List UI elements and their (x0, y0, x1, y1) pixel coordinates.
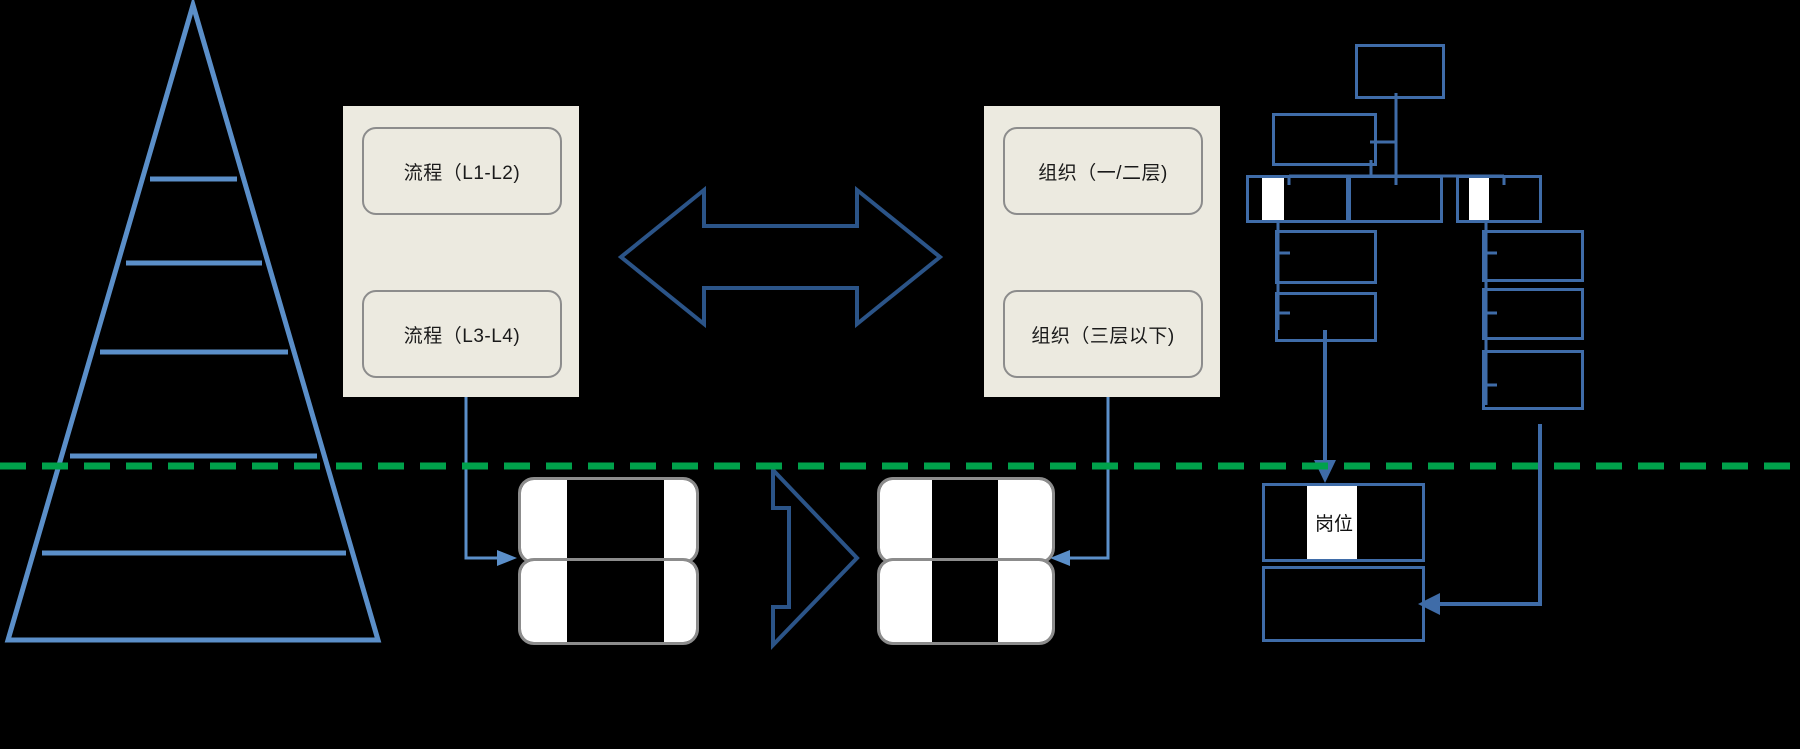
org-box-n7-label (1278, 295, 1374, 339)
node-process-l1-l2-label: 流程（L1-L2) (403, 162, 521, 184)
render-band (880, 561, 932, 642)
org-box-n5[interactable] (1456, 175, 1542, 223)
node-bottom-left-lower[interactable] (518, 558, 699, 645)
double-arrow-vertical (771, 465, 860, 650)
org-to-bottom-connector (1050, 376, 1110, 566)
org-box-n10[interactable] (1482, 350, 1584, 410)
node-bottom-left-upper[interactable] (518, 477, 699, 564)
org-box-n6-label (1278, 233, 1374, 281)
node-process-l1-l2[interactable]: 流程（L1-L2) (362, 127, 562, 215)
node-org-level-1-2[interactable]: 组织（一/二层) (1003, 127, 1203, 215)
org-box-n10-label (1485, 353, 1581, 407)
node-org-level-3-below[interactable]: 组织（三层以下) (1003, 290, 1203, 378)
node-bottom-right-lower[interactable] (877, 558, 1055, 645)
render-band (664, 480, 696, 561)
org-box-n4[interactable] (1348, 175, 1443, 223)
org-box-root-label (1358, 47, 1442, 96)
pyramid-outline (4, 0, 382, 643)
render-band (521, 561, 567, 642)
render-band (521, 480, 567, 561)
node-process-l3-l4-label: 流程（L3-L4) (403, 325, 521, 347)
org-box-position-label: 岗位 (1315, 514, 1354, 535)
org-box-bottom[interactable] (1262, 566, 1425, 642)
org-box-n5-label (1459, 178, 1539, 220)
org-box-n9-label (1485, 291, 1581, 337)
org-chart-to-bottom-arrow (1418, 424, 1542, 615)
org-box-n3-label (1249, 178, 1346, 220)
org-box-n4-label (1351, 178, 1440, 220)
org-box-n2-label (1275, 116, 1374, 163)
node-org-level-1-2-label: 组织（一/二层) (1038, 162, 1168, 184)
render-band (1262, 178, 1284, 220)
render-band (664, 561, 696, 642)
render-band (880, 480, 932, 561)
org-box-n3[interactable] (1246, 175, 1349, 223)
org-box-n2[interactable] (1272, 113, 1377, 166)
node-bottom-right-upper[interactable] (877, 477, 1055, 564)
org-box-root[interactable] (1355, 44, 1445, 99)
layer-pyramid (4, 0, 382, 643)
node-org-level-3-below-label: 组织（三层以下) (1031, 325, 1175, 347)
org-box-n6[interactable] (1275, 230, 1377, 284)
render-band (1307, 486, 1357, 559)
render-band (998, 561, 1052, 642)
process-to-bottom-connector (464, 376, 517, 566)
org-box-position[interactable]: 岗位 (1262, 483, 1425, 562)
org-box-n9[interactable] (1482, 288, 1584, 340)
org-box-bottom-label (1265, 569, 1422, 639)
org-chart-to-position-arrow (1314, 330, 1336, 483)
render-band (998, 480, 1052, 561)
render-band (1469, 178, 1489, 220)
org-box-n7[interactable] (1275, 292, 1377, 342)
org-box-n8[interactable] (1482, 230, 1584, 282)
org-box-n8-label (1485, 233, 1581, 279)
node-process-l3-l4[interactable]: 流程（L3-L4) (362, 290, 562, 378)
double-arrow-horizontal (617, 185, 944, 329)
